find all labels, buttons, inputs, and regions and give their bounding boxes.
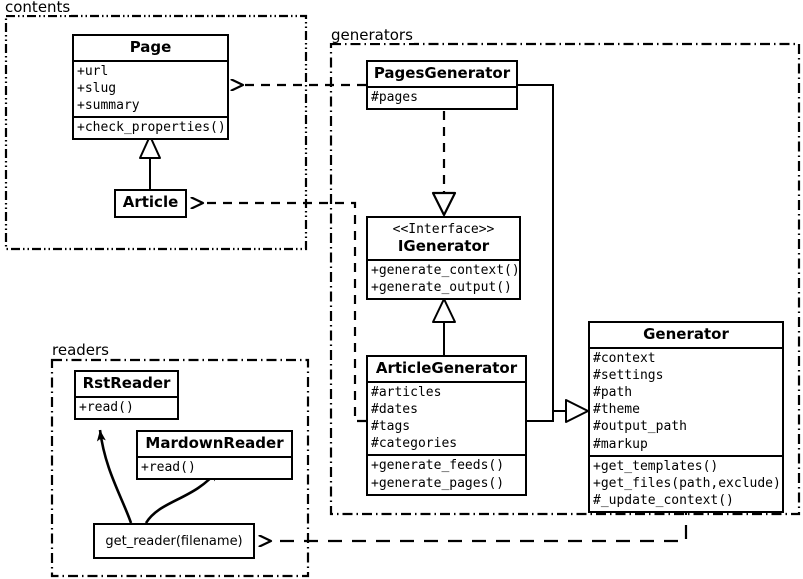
method-row: +generate_pages() (371, 475, 505, 491)
class-attributes-generator: #context #settings #path #theme #output_… (590, 346, 782, 455)
attribute-row: #theme (593, 402, 640, 418)
class-box-rstreader[interactable]: RstReader +read() (74, 370, 179, 420)
class-name-igenerator: IGenerator (397, 237, 490, 256)
class-methods-rstreader: +read() (76, 395, 177, 418)
class-methods-generator: +get_templates() +get_files(path,exclude… (590, 454, 782, 511)
class-title-pagesgenerator: PagesGenerator (373, 64, 511, 82)
method-row: +get_templates() (593, 458, 719, 474)
attribute-row: #articles (371, 384, 442, 400)
class-title-generator: Generator (643, 325, 729, 343)
class-title-mardownreader: MardownReader (145, 434, 284, 452)
method-row: +read() (141, 459, 196, 475)
class-stereotype-igenerator: <<Interface>> (392, 222, 495, 237)
relationship-pagesgenerator-realizes-igenerator (431, 111, 457, 217)
attribute-row: +summary (77, 98, 140, 114)
function-label-get-reader: get_reader(filename) (105, 533, 243, 549)
package-label-contents: contents (4, 0, 72, 16)
function-box-get-reader[interactable]: get_reader(filename) (93, 523, 255, 559)
class-title-articlegenerator: ArticleGenerator (375, 359, 518, 377)
package-label-readers: readers (51, 341, 110, 359)
class-box-generator[interactable]: Generator #context #settings #path #them… (588, 321, 784, 514)
attribute-row: #categories (371, 436, 458, 452)
class-methods-page: +check_properties() (74, 116, 227, 138)
class-title-page: Page (129, 38, 172, 56)
class-box-pagesgenerator[interactable]: PagesGenerator #pages (366, 60, 518, 110)
package-border-generators (329, 42, 801, 516)
method-row: +get_files(path,exclude) (593, 475, 781, 491)
package-border-readers (50, 358, 310, 578)
method-row: +check_properties() (77, 120, 226, 136)
class-methods-articlegenerator: +generate_feeds() +generate_pages() (368, 454, 525, 493)
class-methods-mardownreader: +read() (138, 455, 291, 478)
class-box-articlegenerator[interactable]: ArticleGenerator #articles #dates #tags … (366, 355, 527, 496)
attribute-row: #dates (371, 401, 418, 417)
method-row: +generate_feeds() (371, 458, 505, 474)
class-box-igenerator[interactable]: <<Interface>> IGenerator +generate_conte… (366, 216, 521, 301)
method-row: +read() (79, 399, 134, 415)
class-methods-igenerator: +generate_context() +generate_output() (368, 259, 520, 298)
relationship-article-inherits-page (139, 135, 161, 190)
relationship-articlegenerator-realizes-igenerator (432, 298, 456, 355)
class-title-rstreader: RstReader (82, 374, 171, 392)
relationship-generator-depends-get-reader (271, 501, 688, 541)
package-label-generators: generators (330, 26, 414, 44)
attribute-row: +url (77, 63, 109, 79)
class-title-igenerator: <<Interface>> IGenerator (368, 218, 519, 259)
class-attributes-pagesgenerator: #pages (368, 85, 516, 108)
class-box-article[interactable]: Article (114, 189, 187, 218)
method-row: +generate_context() (371, 263, 520, 279)
class-title-article: Article (122, 193, 179, 211)
package-border-contents (4, 14, 308, 251)
attribute-row: #context (593, 350, 656, 366)
attribute-row: +slug (77, 80, 117, 96)
relationship-generators-inherit-generator (518, 84, 589, 423)
class-box-mardownreader[interactable]: MardownReader +read() (136, 430, 293, 480)
attribute-row: #output_path (593, 419, 687, 435)
attribute-row: #tags (371, 419, 411, 435)
method-row: #_update_context() (593, 493, 734, 509)
attribute-row: #settings (593, 367, 664, 383)
attribute-row: #markup (593, 436, 648, 452)
attribute-row: #pages (371, 89, 418, 105)
method-row: +generate_output() (371, 280, 512, 296)
relationship-articlegenerator-depends-article (203, 203, 366, 423)
class-attributes-page: +url +slug +summary (74, 59, 227, 116)
class-box-page[interactable]: Page +url +slug +summary +check_properti… (72, 34, 229, 141)
relationship-get-reader-creates-rstreader (96, 429, 133, 524)
class-attributes-articlegenerator: #articles #dates #tags #categories (368, 380, 525, 455)
attribute-row: #path (593, 385, 633, 401)
